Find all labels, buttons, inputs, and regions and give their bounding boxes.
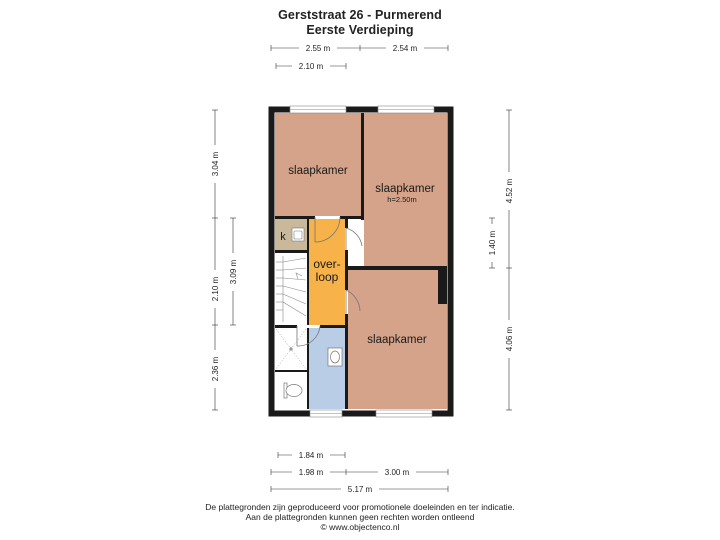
closet-washbasin-icon (291, 227, 305, 242)
dim-left-inner: 3.09 m (229, 259, 238, 284)
landing-label-line2: loop (316, 270, 339, 284)
bedroom-topleft-label: slaapkamer (288, 165, 348, 177)
door-swings (296, 216, 363, 347)
stairwell-fill (275, 253, 307, 325)
exterior-wall (268, 106, 454, 417)
dim-top-left: 2.55 m (306, 44, 331, 53)
dim-right-top: 4.52 m (505, 178, 514, 203)
window-panes (290, 109, 434, 414)
dim-right-mid: 1.40 m (488, 230, 497, 255)
dim-bottom-inner: 1.84 m (299, 451, 324, 460)
dimension-label-backgrounds (210, 43, 514, 494)
interior-walls (275, 113, 447, 409)
footer-disclaimer-line2: Aan de plattegronden kunnen geen rechten… (245, 512, 475, 522)
dim-left-mid: 2.10 m (211, 276, 220, 301)
dim-bottom-right: 3.00 m (385, 468, 410, 477)
dim-left-top: 3.04 m (211, 151, 220, 176)
shower-icon (275, 328, 307, 370)
bedroom-bottom-label: slaapkamer (367, 334, 427, 346)
bedroom-topleft-fill (275, 113, 361, 216)
bedroom-bottom-fill (348, 270, 447, 409)
dim-top-right: 2.54 m (393, 44, 418, 53)
floor-title: Eerste Verdieping (306, 23, 414, 37)
toilet-icon (283, 382, 303, 399)
bath-sink-icon (327, 347, 343, 367)
stairs (276, 256, 307, 322)
footer-copyright: © www.objectenco.nl (320, 522, 400, 532)
dim-right-bottom: 4.06 m (505, 326, 514, 351)
bedroom-topright-label: slaapkamer (375, 183, 435, 195)
closet-label: k (280, 231, 286, 243)
dim-bottom-total: 5.17 m (348, 485, 373, 494)
address-title: Gerststraat 26 - Purmerend (278, 8, 442, 22)
landing-label-line1: over- (313, 257, 340, 271)
dim-left-bottom: 2.36 m (211, 356, 220, 381)
bedroom-topright-fill (364, 113, 447, 266)
bathroom-fill (309, 328, 345, 409)
bedroom-topright-height: h=2.50m (387, 195, 416, 204)
footer-disclaimer-line1: De plattegronden zijn geproduceerd voor … (205, 502, 515, 512)
dim-bottom-left: 1.98 m (299, 468, 324, 477)
dim-top-inner: 2.10 m (299, 62, 324, 71)
